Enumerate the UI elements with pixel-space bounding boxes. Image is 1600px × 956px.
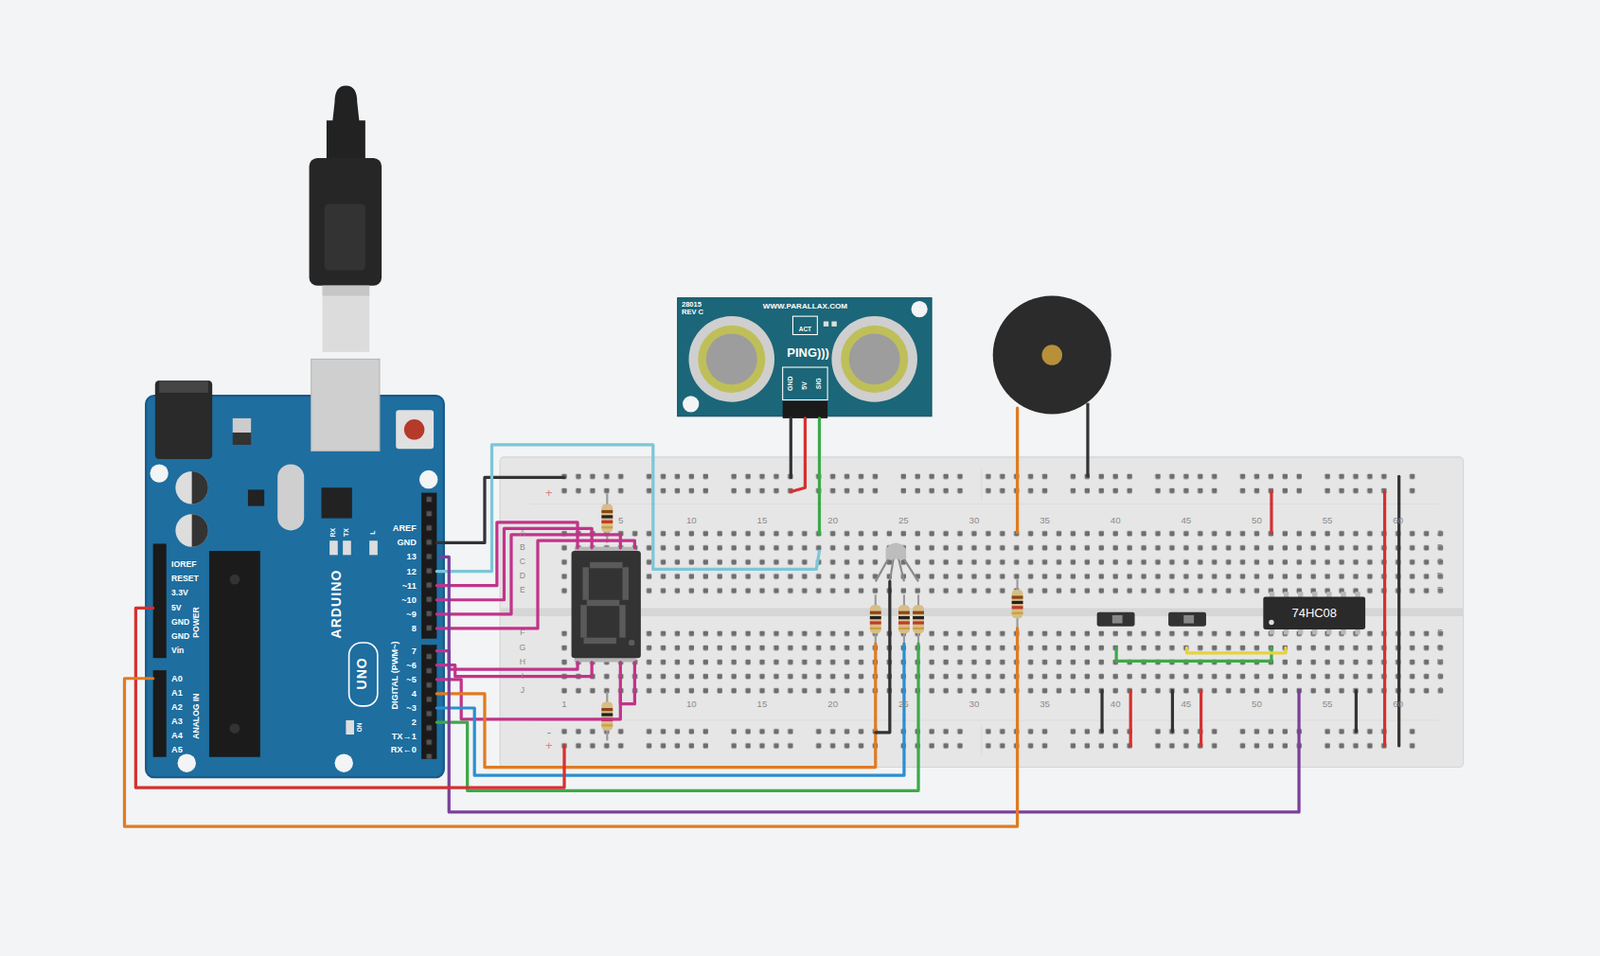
breadboard-index: 10 [686, 700, 697, 711]
sensor-pin-label: SIG [816, 377, 823, 390]
breadboard-index: 30 [969, 516, 980, 527]
pin-label: A3 [171, 716, 183, 726]
pin-label: 3.3V [171, 589, 189, 599]
breadboard-index: A [519, 529, 526, 538]
rail-sign: + [545, 486, 553, 499]
breadboard-index: A [1437, 529, 1443, 538]
breadboard-index: 60 [1392, 516, 1404, 527]
breadboard-index: 50 [1251, 516, 1263, 527]
pin-label: A2 [171, 702, 183, 712]
ping-sensor: 28015 REV C WWW.PARALLAX.COM PING))) [677, 298, 932, 417]
pin-label: GND [171, 632, 190, 641]
node-text: UNO [355, 657, 370, 690]
pin-label: L [370, 530, 377, 534]
pin-label: RX←0 [391, 746, 417, 755]
breadboard-index: J [1438, 686, 1442, 695]
pin-label: ~9 [406, 609, 416, 619]
pin-label: Vin [171, 646, 184, 656]
node-text: WWW.PARALLAX.COM [763, 302, 848, 310]
pin-label: TX→1 [391, 732, 417, 742]
breadboard-index: 20 [827, 700, 838, 711]
breadboard-index: E [519, 586, 526, 596]
breadboard-index: 45 [1180, 516, 1192, 527]
pin-label: ~5 [406, 675, 416, 684]
breadboard-index: I [1439, 672, 1441, 681]
pin-label: TX [343, 528, 351, 537]
pin-label: 2 [411, 718, 417, 728]
breadboard-index: D [519, 572, 526, 582]
breadboard-index: F [1437, 629, 1442, 639]
logic-chip: 74HC08 [1262, 597, 1366, 630]
node-text: PING))) [786, 346, 830, 360]
pin-label: ANALOG IN [193, 693, 202, 739]
pin-label: GND [171, 618, 190, 627]
pin-label: ON [355, 723, 362, 733]
breadboard-index: 10 [686, 516, 697, 527]
breadboard-index: H [1437, 657, 1443, 667]
pin-label: A4 [171, 731, 183, 741]
pin-label: AREF [392, 524, 417, 534]
breadboard-index: 50 [1251, 700, 1263, 711]
breadboard-index: 30 [969, 700, 980, 711]
breadboard-index: 60 [1392, 700, 1404, 711]
pin-label: RESET [171, 575, 199, 585]
breadboard-index: 25 [898, 700, 909, 711]
breadboard-index: 40 [1110, 516, 1121, 527]
breadboard-index: 5 [618, 516, 623, 527]
pin-label: 8 [411, 623, 417, 633]
breadboard-index: 35 [1039, 700, 1050, 711]
sensor-pin-label: ACT [799, 326, 812, 333]
breadboard-index: B [1437, 543, 1443, 552]
pin-label: POWER [193, 606, 202, 639]
breadboard-index: H [519, 657, 526, 667]
node-text: ARDUINO [329, 569, 344, 640]
breadboard-index: 25 [898, 516, 909, 527]
breadboard-index: I [521, 672, 524, 681]
pin-label: ~6 [406, 660, 416, 670]
breadboard-index: 40 [1110, 700, 1121, 711]
breadboard-index: 20 [827, 516, 838, 527]
pin-label: GND [396, 538, 416, 548]
breadboard-index: G [1436, 643, 1443, 653]
breadboard-index: 35 [1039, 516, 1050, 527]
breadboard-index: 1 [561, 700, 567, 711]
sensor-pin-label: GND [787, 375, 795, 392]
pin-label: RX [330, 528, 338, 538]
breadboard-index: 55 [1322, 700, 1334, 711]
pin-label: ~3 [406, 703, 416, 712]
breadboard-index: B [519, 543, 526, 552]
breadboard-index: C [519, 558, 526, 568]
rail-sign: - [547, 726, 552, 739]
breadboard-index: D [1437, 572, 1443, 582]
breadboard-index: 45 [1180, 700, 1192, 711]
pin-label: 7 [411, 646, 417, 656]
pin-label: 12 [407, 567, 417, 576]
breadboard-index: 55 [1322, 516, 1334, 527]
node-text: 28015 REV C [681, 301, 717, 317]
pin-label: A5 [171, 746, 183, 755]
pin-label: DIGITAL (PWM~) [391, 640, 400, 710]
breadboard-index: C [1437, 558, 1443, 568]
breadboard-index: F [519, 629, 525, 639]
pin-label: IOREF [171, 561, 196, 570]
sensor-pin-label: 5V [801, 381, 809, 391]
pin-label: 4 [411, 689, 417, 698]
breadboard-index: 15 [757, 700, 768, 711]
pin-label: ~11 [402, 581, 417, 590]
pin-label: 5V [171, 604, 182, 613]
node-text: 74HC08 [1291, 606, 1336, 621]
rail-sign: + [545, 739, 553, 752]
breadboard-index: 15 [757, 516, 768, 527]
breadboard-index: G [518, 643, 526, 653]
pin-label: ~10 [401, 595, 417, 605]
breadboard-index: J [520, 686, 525, 695]
arduino-board: ARDUINO UNO [145, 395, 445, 778]
breadboard-index: E [1437, 586, 1443, 596]
pin-label: A0 [171, 674, 183, 683]
pin-label: 13 [407, 552, 417, 562]
pin-label: A1 [171, 688, 183, 697]
